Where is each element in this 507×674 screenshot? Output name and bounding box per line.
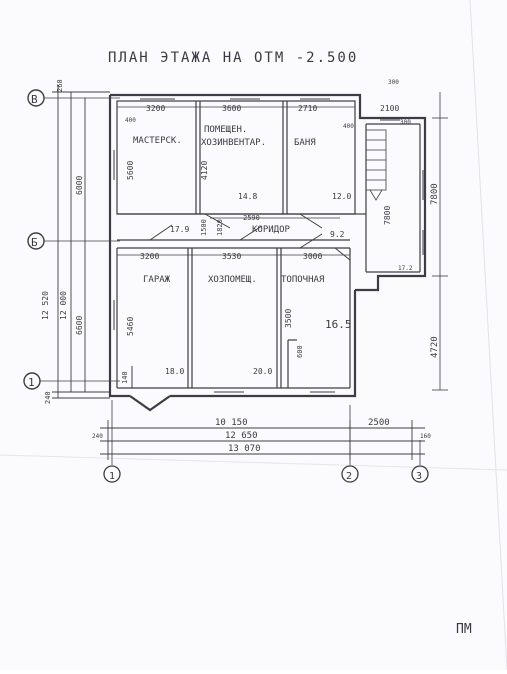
dim-bot-2500: 2500 — [368, 418, 390, 428]
dim-top-300: 300 — [388, 79, 399, 86]
dim-left-12520: 12 520 — [41, 291, 50, 320]
bottom-dimension-lines — [100, 420, 425, 460]
room-label-bath: БАНЯ — [294, 138, 316, 148]
axis-label-col2: 2 — [346, 471, 352, 482]
top-dimension-lines — [117, 106, 355, 256]
room-label-corridor: КОРИДОР — [252, 225, 291, 235]
left-dimension-lines — [52, 85, 110, 399]
room-area-garage: 18.0 — [165, 367, 184, 376]
dim-left-12000: 12 000 — [59, 291, 68, 320]
dim-mid-3000: 3000 — [303, 252, 322, 261]
dim-top-260: 260 — [56, 79, 64, 92]
dim-400-a: 400 — [125, 117, 136, 124]
room-area-boiler: 16.5 — [325, 318, 352, 331]
dim-v-4120: 4120 — [200, 161, 209, 180]
right-dimension-lines — [432, 92, 448, 391]
room-label-storage-2: ХОЗИНВЕНТАР. — [201, 138, 266, 148]
room-label-storage-1: ПОМЕЩЕН. — [204, 125, 247, 135]
dim-left-6600: 6600 — [75, 316, 84, 335]
dim-300-right: 300 — [400, 119, 411, 126]
room-area-storage: 14.8 — [238, 192, 257, 201]
axis-label-col1: 1 — [109, 471, 115, 482]
dim-right-4720: 4720 — [430, 336, 440, 358]
dim-v-1820: 1820 — [216, 219, 224, 236]
windows — [113, 98, 424, 393]
dim-v-600: 600 — [296, 345, 304, 358]
dim-v-5460: 5460 — [126, 317, 135, 336]
dim-corridor-2590: 2590 — [243, 214, 260, 222]
dim-top-3600: 3600 — [222, 104, 241, 113]
dim-bot-12650: 12 650 — [225, 431, 258, 441]
room-area-utility: 20.0 — [253, 367, 272, 376]
dim-top-2100: 2100 — [380, 104, 399, 113]
room-label-boiler: ТОПОЧНАЯ — [281, 275, 324, 285]
axis-label-col3: 3 — [416, 471, 422, 482]
outer-walls — [108, 93, 427, 412]
paper-edge — [469, 0, 507, 671]
dim-v-7800-inner: 7800 — [383, 206, 392, 225]
dim-mid-3200: 3200 — [140, 252, 159, 261]
inner-wall-lines — [116, 100, 421, 389]
dim-left-6000: 6000 — [75, 176, 84, 195]
doors — [131, 213, 351, 388]
dim-top-3200: 3200 — [146, 104, 165, 113]
dim-bot-160: 160 — [420, 433, 431, 440]
axis-bubble-col3: 3 — [411, 465, 429, 483]
dim-bot-240b: 240 — [92, 433, 103, 440]
room-label-workshop: МАСТЕРСК. — [133, 136, 182, 146]
dim-bot-10150: 10 150 — [215, 418, 248, 428]
axis-label-a: 1 — [28, 376, 35, 389]
dim-v-140: 140 — [121, 371, 129, 384]
dim-v-5600: 5600 — [126, 161, 135, 180]
dim-top-2710: 2710 — [298, 104, 317, 113]
axis-bubble-col1: 1 — [103, 465, 121, 483]
room-area-stair: 9.2 — [330, 230, 345, 239]
room-area-bath: 12.0 — [332, 192, 351, 201]
dim-bot-13070: 13 070 — [228, 444, 261, 454]
dim-mid-3530: 3530 — [222, 252, 241, 261]
dim-400-b: 400 — [343, 123, 354, 130]
axis-bubble-col2: 2 — [341, 465, 359, 483]
room-area-annex: 17.2 — [398, 265, 413, 272]
dim-v-3500: 3500 — [284, 309, 293, 328]
axis-label-b: Б — [31, 236, 38, 249]
room-label-garage: ГАРАЖ — [143, 275, 171, 285]
room-label-utility: ХОЗПОМЕЩ. — [208, 275, 257, 285]
dim-right-7800: 7800 — [430, 183, 440, 205]
corner-text: ПМ — [456, 622, 472, 637]
axis-label-v: В — [31, 93, 38, 106]
dim-bot-240: 240 — [44, 391, 52, 404]
staircase — [365, 129, 387, 201]
room-area-corridor: 17.9 — [170, 225, 189, 234]
plan-title: ПЛАН ЭТАЖА НА ОТМ -2.500 — [108, 50, 358, 66]
dim-v-1500: 1500 — [200, 219, 208, 236]
paper-fold — [0, 454, 507, 471]
